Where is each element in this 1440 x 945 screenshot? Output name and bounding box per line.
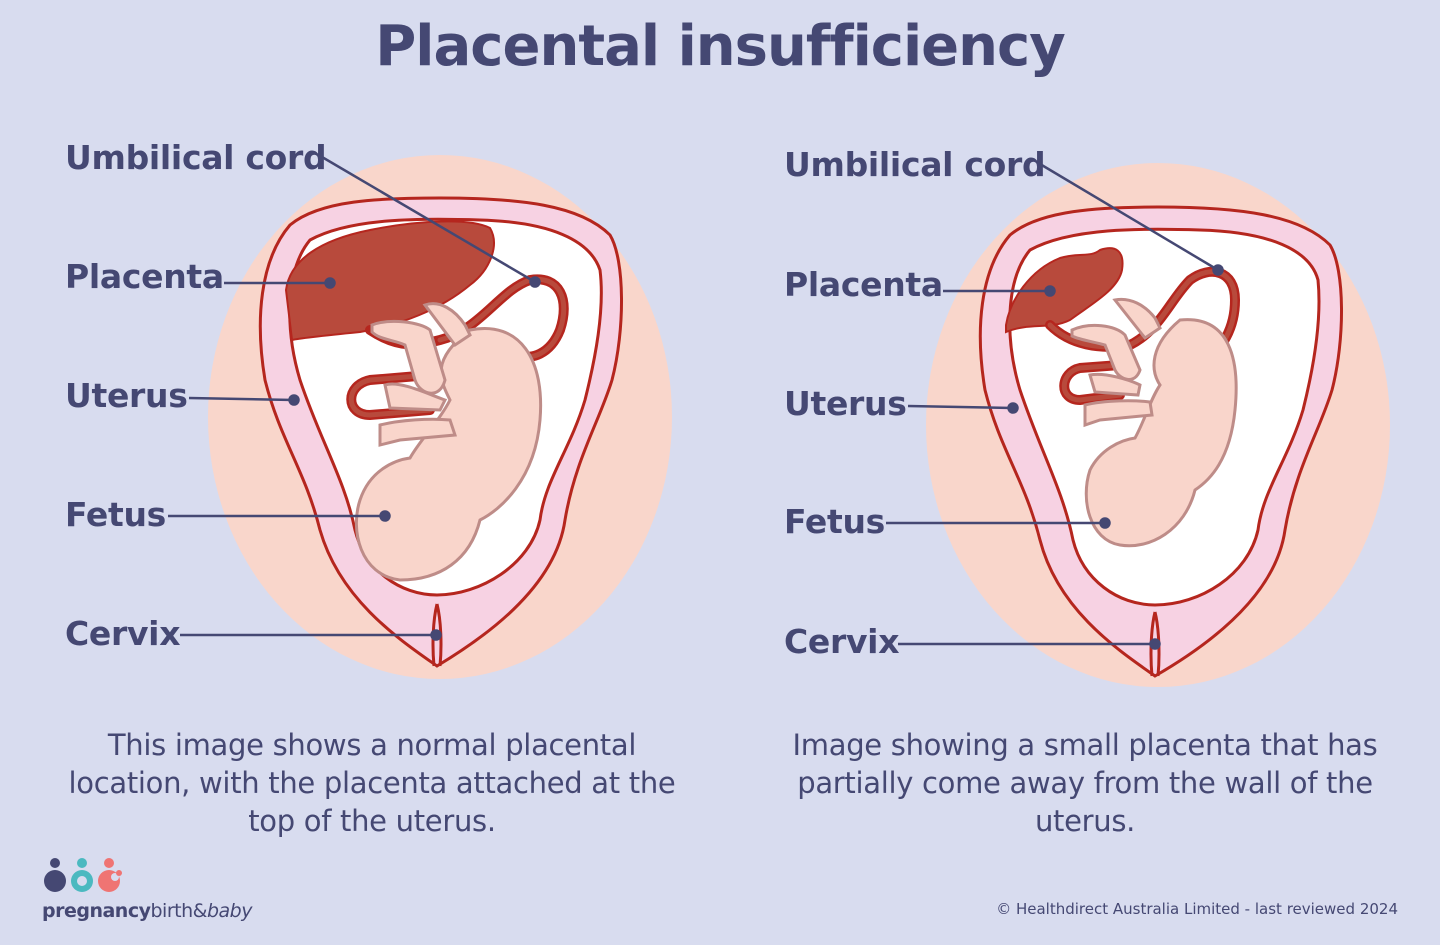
label-placenta: Placenta (784, 265, 943, 304)
label-fetus: Fetus (65, 495, 166, 534)
page-title: Placental insufficiency (375, 14, 1065, 79)
logo-part-pregnancy: pregnancy (42, 900, 151, 922)
diagram-small-placenta (886, 162, 1390, 687)
label-fetus: Fetus (784, 502, 885, 541)
label-cervix: Cervix (784, 622, 900, 661)
logo-wordmark: pregnancybirth&baby (42, 900, 252, 922)
label-cervix: Cervix (65, 614, 181, 653)
logo-part-baby: baby (206, 900, 253, 922)
label-umbilical-cord: Umbilical cord (65, 138, 327, 177)
fetus (354, 302, 543, 582)
fetus (1070, 297, 1238, 548)
pregnancy-birth-baby-logo-icon (44, 858, 122, 892)
copyright-text: © Healthdirect Australia Limited - last … (996, 900, 1398, 918)
leader-lines (168, 155, 541, 641)
caption-small-placenta: Image showing a small placenta that has … (792, 728, 1378, 838)
diagram-normal-placenta (168, 155, 672, 679)
logo-part-birth: birth& (150, 900, 207, 922)
label-uterus: Uterus (65, 376, 188, 415)
label-uterus: Uterus (784, 384, 907, 423)
label-placenta: Placenta (65, 257, 224, 296)
label-umbilical-cord: Umbilical cord (784, 145, 1046, 184)
leader-lines (886, 162, 1224, 650)
placenta (284, 220, 495, 342)
caption-normal: This image shows a normal placental loca… (68, 728, 676, 838)
placenta (1005, 247, 1124, 334)
